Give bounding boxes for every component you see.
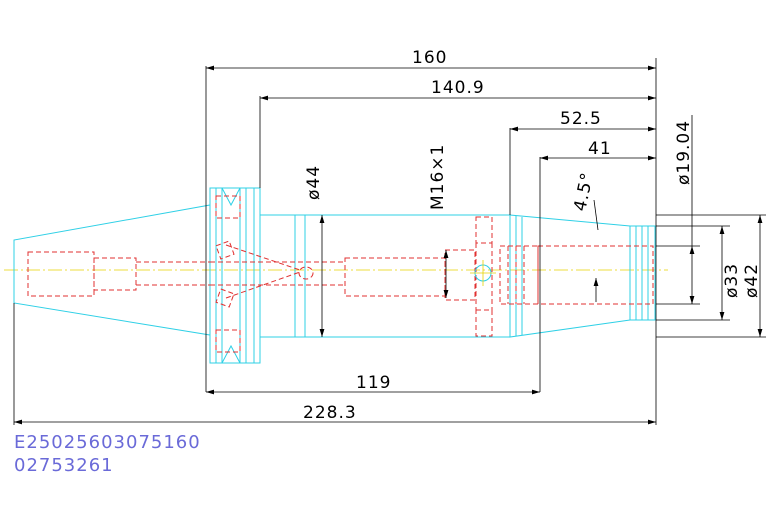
dimension-lines — [13, 58, 766, 425]
dim-angle: 4.5° — [570, 170, 598, 213]
part-code: E25025603075160 — [14, 432, 201, 453]
part-number: 02753261 — [14, 455, 114, 476]
dim-m16x1: M16×1 — [428, 144, 448, 210]
cross-hole — [470, 260, 496, 286]
dim-52-5: 52.5 — [560, 109, 602, 129]
dim-140-9: 140.9 — [431, 78, 485, 98]
dim-228-3: 228.3 — [303, 403, 357, 423]
dim-phi42: ø42 — [742, 263, 762, 298]
dim-phi44: ø44 — [304, 165, 324, 200]
dim-119: 119 — [356, 373, 391, 393]
dim-phi33: ø33 — [722, 263, 742, 298]
holder-outline — [13, 187, 656, 364]
dim-phi19-04: ø19.04 — [674, 120, 694, 185]
dim-160: 160 — [412, 48, 447, 68]
dim-41: 41 — [588, 139, 612, 159]
